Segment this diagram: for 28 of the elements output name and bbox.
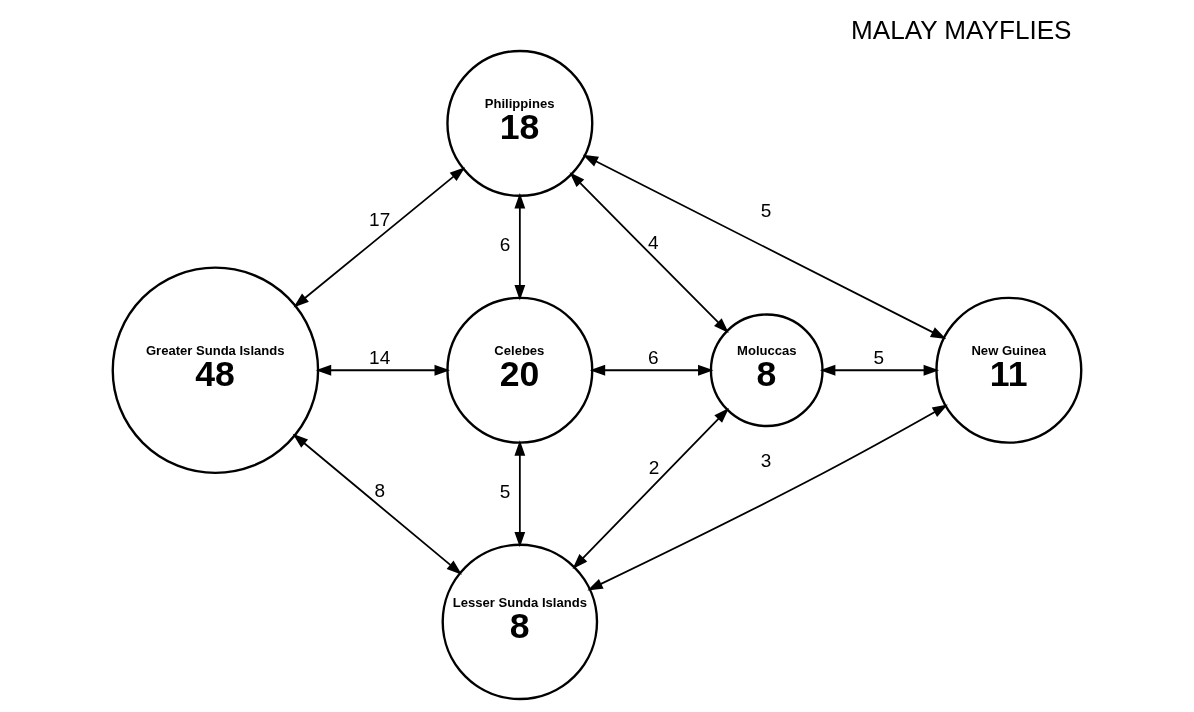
diagram-title: MALAY MAYFLIES (851, 14, 1072, 45)
edge-label: 14 (369, 347, 391, 369)
edge-label: 8 (374, 480, 386, 501)
edge-label: 5 (873, 347, 885, 369)
edge-label: 4 (648, 231, 659, 253)
node-circle: Celebes 20 (446, 296, 594, 444)
arrow (569, 172, 729, 334)
edge-label: 6 (648, 347, 659, 369)
node-circle: Lesser Sunda Islands 8 (441, 543, 599, 701)
node-circle: Moluccas 8 (709, 313, 824, 428)
arrow (514, 193, 526, 301)
edge-label: 2 (648, 457, 660, 479)
arrow (315, 364, 450, 376)
arrow (819, 364, 940, 376)
arrow (582, 154, 947, 340)
arrow (587, 404, 948, 591)
arrow (572, 407, 729, 569)
node-circle: Greater Sunda Islands 48 (111, 266, 320, 475)
node-circle: New Guinea 11 (935, 296, 1083, 444)
arrow (293, 167, 466, 308)
edge-label: 5 (760, 199, 772, 221)
edge-label: 6 (499, 234, 511, 256)
edge-label: 3 (760, 450, 772, 472)
edge-label: 5 (499, 481, 511, 503)
edge-label: 17 (369, 209, 391, 231)
arrow (292, 433, 462, 575)
arrow (514, 440, 526, 548)
arrow (589, 364, 714, 376)
